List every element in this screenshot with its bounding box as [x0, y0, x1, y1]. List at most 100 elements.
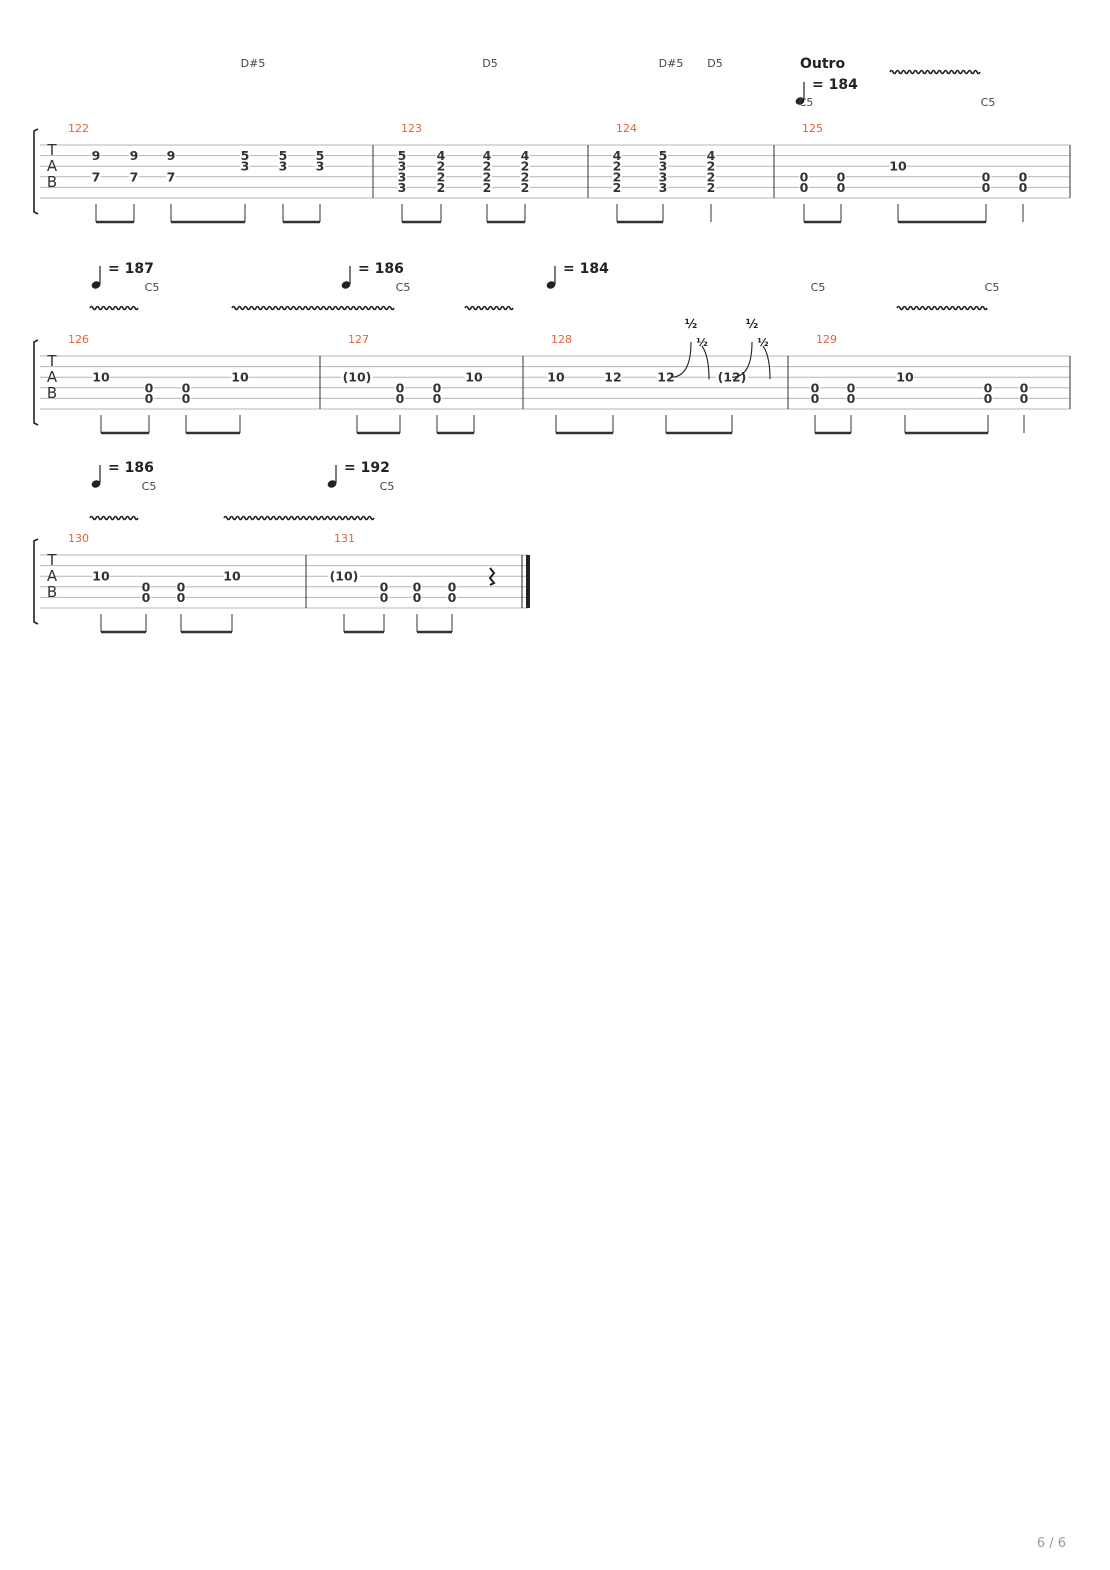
chord-name: D#5	[659, 57, 684, 70]
fret-number: 0	[433, 380, 442, 395]
fret-mask	[141, 591, 151, 604]
fret-number: 0	[448, 590, 457, 605]
release-arrow	[701, 345, 710, 380]
fret-mask	[658, 149, 668, 162]
fret-mask	[658, 160, 668, 173]
measure-number: 130	[68, 532, 89, 545]
fret-number: 7	[92, 169, 101, 184]
fret-number: 10	[889, 159, 907, 174]
fret-number: 0	[396, 391, 405, 406]
chord-name: C5	[985, 281, 1000, 294]
tempo-mark: = 192	[344, 460, 390, 476]
fret-number: 3	[659, 169, 668, 184]
tempo-mark: = 187	[108, 261, 154, 277]
fret-number: 2	[437, 180, 446, 195]
bend-amount: ½	[757, 336, 768, 349]
fret-number: 0	[145, 391, 154, 406]
fret-mask	[92, 570, 110, 583]
measure-number: 131	[334, 532, 355, 545]
chord-name: D#5	[241, 57, 266, 70]
fret-mask	[432, 392, 442, 405]
fret-mask	[129, 149, 139, 162]
fret-number: 0	[380, 590, 389, 605]
fret-mask	[983, 381, 993, 394]
quarter-note-icon	[795, 97, 805, 105]
fret-mask	[166, 149, 176, 162]
fret-mask	[278, 149, 288, 162]
fret-number: 0	[800, 169, 809, 184]
fret-mask	[810, 392, 820, 405]
fret-number: 0	[982, 180, 991, 195]
tab-clef-letter: T	[46, 551, 57, 569]
fret-number: 2	[613, 169, 622, 184]
fret-number: 12	[604, 370, 621, 385]
fret-number: 7	[130, 169, 139, 184]
quarter-note-icon	[327, 480, 337, 488]
fret-mask	[397, 149, 407, 162]
tab-clef-letter: T	[46, 141, 57, 159]
tempo-mark: = 184	[812, 77, 858, 93]
fret-number: 3	[398, 159, 407, 174]
fret-number: 0	[177, 579, 186, 594]
fret-number: 2	[483, 169, 492, 184]
measure-number: 129	[816, 333, 837, 346]
fret-mask	[436, 170, 446, 183]
fret-number: 3	[279, 159, 288, 174]
fret-mask	[799, 170, 809, 183]
fret-number: 10	[92, 569, 110, 584]
bend-arrow	[670, 341, 692, 378]
vibrato-line	[231, 305, 395, 311]
chord-name: D5	[707, 57, 722, 70]
fret-mask	[223, 570, 241, 583]
page-number: 6 / 6	[1036, 1536, 1066, 1551]
fret-number: 0	[837, 180, 846, 195]
fret-mask	[395, 381, 405, 394]
fret-mask	[706, 160, 716, 173]
fret-mask	[129, 170, 139, 183]
fret-mask	[612, 170, 622, 183]
fret-mask	[465, 371, 483, 384]
quarter-note-icon	[91, 281, 101, 289]
system-bracket	[33, 339, 39, 426]
fret-number: 0	[413, 590, 422, 605]
fret-number: 5	[659, 148, 668, 163]
fret-mask	[612, 160, 622, 173]
fret-number: 2	[437, 169, 446, 184]
fret-mask	[240, 160, 250, 173]
fret-number: 0	[1020, 380, 1029, 395]
section-marker: Outro	[800, 56, 845, 72]
measure-number: 128	[551, 333, 572, 346]
system-bracket	[33, 538, 39, 625]
chord-name: C5	[811, 281, 826, 294]
fret-number: 9	[167, 148, 176, 163]
fret-mask	[1018, 181, 1028, 194]
vibrato-line	[89, 305, 139, 311]
fret-number: 10	[547, 370, 565, 385]
tab-clef-letter: B	[47, 384, 57, 402]
chord-name: C5	[396, 281, 411, 294]
fret-number: 3	[398, 180, 407, 195]
fret-number: 0	[182, 380, 191, 395]
system-bracket	[33, 128, 39, 215]
fret-number: 0	[448, 579, 457, 594]
fret-number: 10	[896, 370, 914, 385]
fret-number: 0	[837, 169, 846, 184]
fret-mask	[231, 371, 249, 384]
fret-number: 0	[982, 169, 991, 184]
vibrato-line	[896, 305, 988, 311]
tempo-mark: = 186	[108, 460, 154, 476]
fret-mask	[658, 170, 668, 183]
fret-mask	[799, 181, 809, 194]
fret-mask	[604, 371, 622, 384]
fret-number: 0	[396, 380, 405, 395]
fret-mask	[436, 181, 446, 194]
fret-number: 0	[811, 391, 820, 406]
fret-mask	[436, 160, 446, 173]
fret-number: 0	[1019, 169, 1028, 184]
fret-number: 4	[613, 148, 622, 163]
fret-number: 0	[847, 391, 856, 406]
vibrato-line	[89, 515, 139, 521]
fret-mask	[1019, 392, 1029, 405]
fret-mask	[657, 371, 675, 384]
fret-number: 0	[1020, 391, 1029, 406]
